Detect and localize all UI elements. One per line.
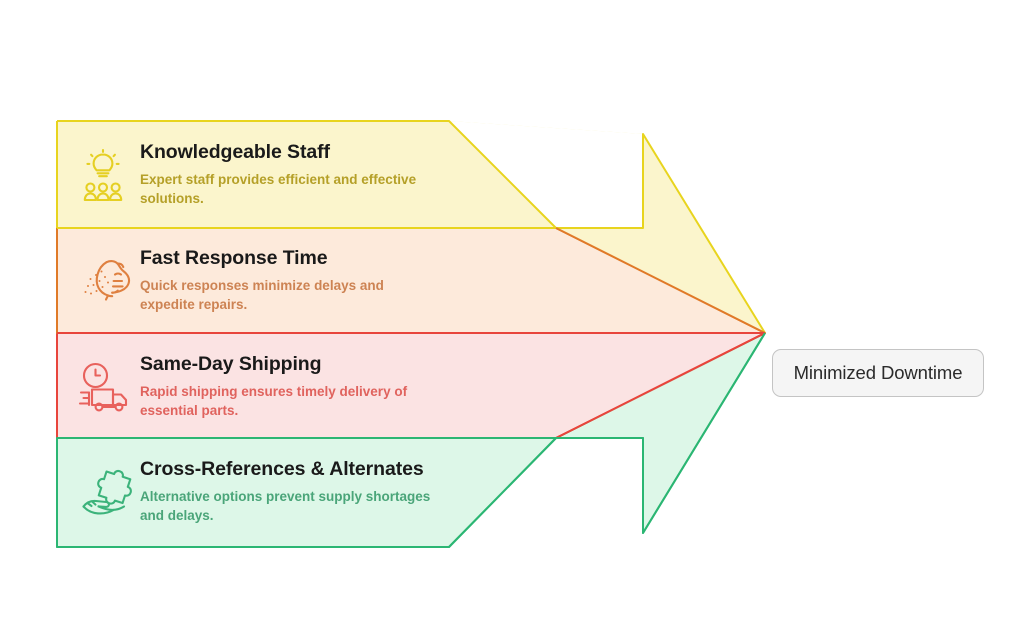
band-cross-references-shape[interactable] [57, 333, 765, 547]
outcome-label: Minimized Downtime [793, 362, 963, 383]
lightbulb-people-icon [83, 148, 123, 202]
row-desc-knowledgeable-staff: Expert staff provides efficient and effe… [140, 172, 417, 207]
band-knowledgeable-staff-outline-top [57, 120, 766, 334]
hand-puzzle-piece-icon [82, 469, 132, 515]
row-title-same-day-shipping: Same-Day Shipping [140, 353, 322, 375]
delivery-truck-clock-icon [78, 362, 128, 412]
band-same-day-shipping-shape[interactable] [57, 333, 765, 438]
row-text-same-day-shipping: Same-Day Shipping Rapid shipping ensures… [140, 353, 440, 421]
row-desc-fast-response-time: Quick responses minimize delays and expe… [140, 278, 384, 313]
band-fast-response-shape[interactable] [57, 228, 765, 333]
row-title-fast-response-time: Fast Response Time [140, 247, 328, 269]
row-desc-same-day-shipping: Rapid shipping ensures timely delivery o… [140, 384, 408, 419]
band-same-day-tip-edge [57, 332, 766, 439]
outcome-badge[interactable]: Minimized Downtime [772, 349, 984, 397]
band-cross-ref-tip-edge [56, 332, 766, 548]
band-knowledgeable-staff-outline-bottom [56, 121, 556, 229]
row-desc-cross-references-alternates: Alternative options prevent supply short… [140, 489, 431, 524]
row-title-knowledgeable-staff: Knowledgeable Staff [140, 141, 330, 163]
row-text-cross-references-alternates: Cross-References & Alternates Alternativ… [140, 458, 450, 526]
row-text-knowledgeable-staff: Knowledgeable Staff Expert staff provide… [140, 141, 440, 209]
row-title-cross-references-alternates: Cross-References & Alternates [140, 458, 424, 480]
band-fast-response-tip-edge [555, 227, 766, 334]
row-text-fast-response-time: Fast Response Time Quick responses minim… [140, 247, 440, 315]
band-knowledgeable-staff-notch [449, 121, 643, 228]
cheetah-head-icon [84, 260, 131, 301]
